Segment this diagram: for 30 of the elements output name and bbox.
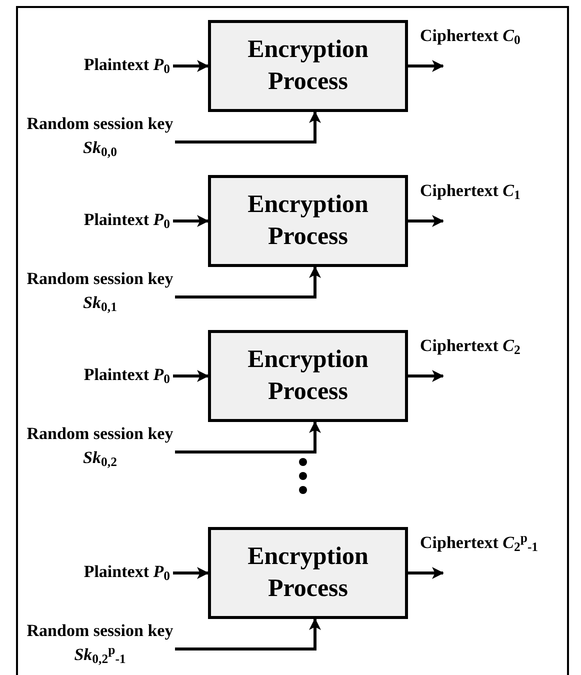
key-label: Random session key Sk$_{0,0}$ bbox=[25, 112, 175, 164]
key-label: Random session key Sk$_{0,2}$ bbox=[25, 422, 175, 474]
arrow bbox=[408, 370, 444, 382]
process-box bbox=[208, 20, 408, 112]
process-box bbox=[208, 330, 408, 422]
input-label: Plaintext P$_{0}$ bbox=[30, 560, 170, 586]
process-label: Encryption Process bbox=[246, 35, 370, 97]
arrow bbox=[408, 60, 444, 72]
arrow bbox=[175, 266, 321, 298]
arrow bbox=[408, 215, 444, 227]
process-label: Encryption Process bbox=[246, 190, 370, 252]
arrow bbox=[175, 618, 321, 650]
arrow bbox=[173, 60, 209, 72]
output-label: Ciphertext C$_{0}$ bbox=[420, 26, 520, 46]
arrow bbox=[173, 215, 209, 227]
input-label: Plaintext P$_{0}$ bbox=[30, 53, 170, 79]
input-label: Plaintext P$_{0}$ bbox=[30, 208, 170, 234]
arrow bbox=[408, 567, 444, 579]
process-label: Encryption Process bbox=[246, 542, 370, 604]
process-label: Encryption Process bbox=[246, 345, 370, 407]
arrow bbox=[175, 111, 321, 144]
input-label: Plaintext P$_{0}$ bbox=[30, 363, 170, 389]
process-box bbox=[208, 175, 408, 267]
output-label: Ciphertext C$_{1}$ bbox=[420, 181, 520, 201]
arrow bbox=[173, 567, 209, 579]
key-label: Random session key Sk$_{0,1}$ bbox=[25, 267, 175, 319]
arrow bbox=[173, 370, 209, 382]
process-box bbox=[208, 527, 408, 619]
arrow bbox=[175, 421, 321, 454]
output-label: Ciphertext C$_{2}$ bbox=[420, 336, 520, 356]
